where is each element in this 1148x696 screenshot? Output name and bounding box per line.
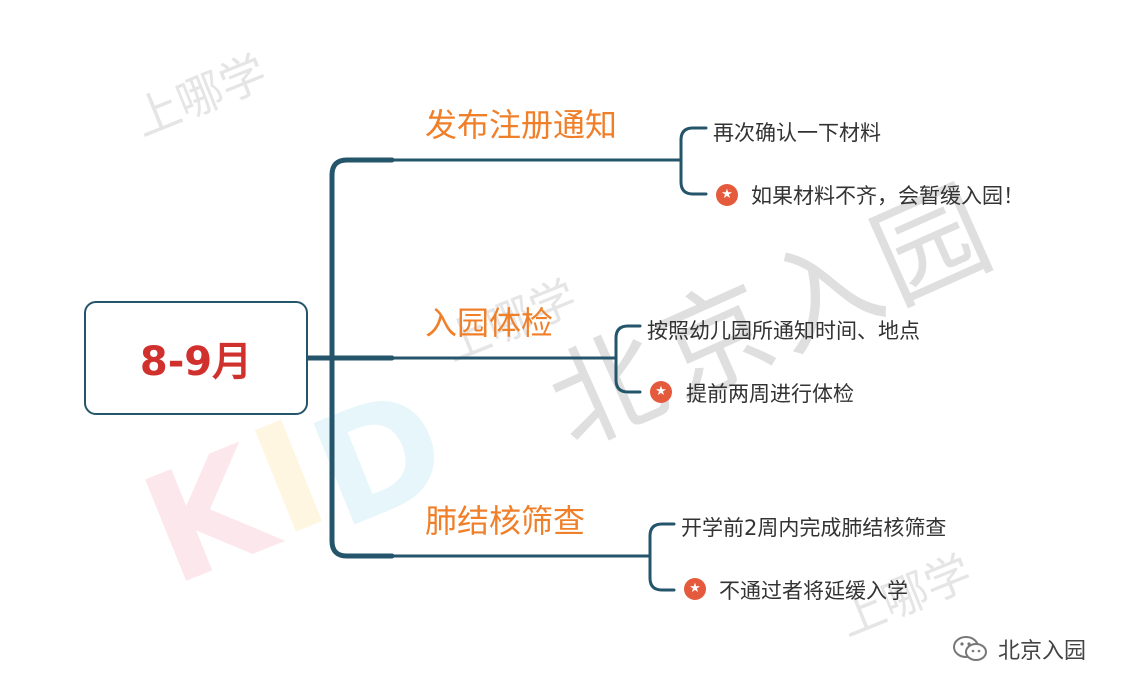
star-icon: ★ [684,578,706,600]
leaf-tb-screening-1: 开学前2周内完成肺结核筛查 [681,516,947,540]
branch-title-tb-screening: 肺结核筛查 [425,502,586,540]
root-label: 8-9月 [139,339,253,385]
wechat-icon [953,636,987,661]
brand-name: 北京入园 [998,639,1087,664]
branch-title-health-check: 入园体检 [425,304,554,342]
branch-title-registration: 发布注册通知 [425,106,618,144]
leaf-tb-screening-2: 不通过者将延缓入学 [719,579,908,603]
leaf-bracket-1 [679,126,708,196]
leaf-health-check-1: 按照幼儿园所通知时间、地点 [647,319,920,343]
leaf-bracket-2 [614,324,642,394]
star-icon: ★ [716,184,738,206]
leaf-health-check-2: 提前两周进行体检 [686,382,854,406]
leaf-registration-1: 再次确认一下材料 [713,121,881,145]
brand-mark: 北京入园 [952,633,1086,665]
leaf-registration-2: 如果材料不齐，会暂缓入园！ [751,184,1024,208]
star-icon: ★ [650,381,672,403]
leaf-bracket-3 [648,522,676,592]
root-node: 8-9月 [84,301,308,415]
